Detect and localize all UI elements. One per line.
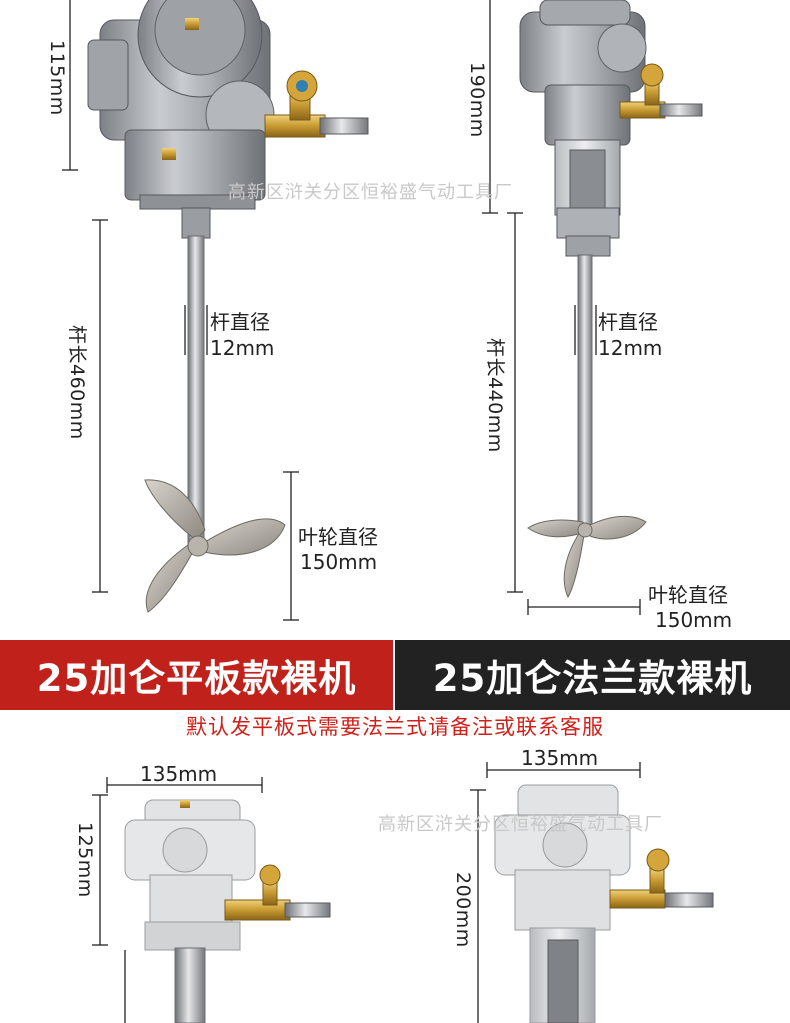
height-label-left-bottom: 125mm <box>74 822 96 898</box>
height-label-right-bottom: 200mm <box>452 872 474 948</box>
rod-diameter-title-left: 杆直径 <box>210 310 270 334</box>
rod-length-label-right: 杆长440mm <box>484 338 506 453</box>
dimension-lines-right-top <box>482 0 641 615</box>
width-label-left-bottom: 135mm <box>140 762 218 786</box>
impeller-value-left: 150mm <box>300 550 378 574</box>
watermark-top: 高新区浒关分区恒裕盛气动工具厂 <box>228 182 513 203</box>
flange-head-image <box>494 784 714 1023</box>
height-label-right-top: 190mm <box>466 62 488 138</box>
dimension-lines-left-top <box>62 0 299 621</box>
impeller-value-right: 150mm <box>655 608 733 632</box>
rod-diameter-title-right: 杆直径 <box>598 310 658 334</box>
flat-plate-mixer-image <box>87 0 369 613</box>
flange-banner: 25加仑法兰款裸机 <box>395 640 790 710</box>
flange-mixer-image <box>519 0 703 599</box>
flat-plate-head-image <box>124 799 331 1023</box>
impeller-title-right: 叶轮直径 <box>648 583 728 607</box>
width-label-right-bottom: 135mm <box>521 746 599 770</box>
rod-diameter-value-left: 12mm <box>210 336 275 360</box>
order-note: 默认发平板式需要法兰式请备注或联系客服 <box>186 715 604 739</box>
dimension-lines-right-bottom <box>470 762 641 1023</box>
rod-diameter-value-right: 12mm <box>598 336 663 360</box>
dimension-lines-left-bottom <box>92 777 263 1023</box>
watermark-bottom: 高新区浒关分区恒裕盛气动工具厂 <box>378 814 663 835</box>
flat-plate-banner: 25加仑平板款裸机 <box>0 640 393 710</box>
rod-length-label-left: 杆长460mm <box>66 325 88 440</box>
impeller-title-left: 叶轮直径 <box>298 525 378 549</box>
height-label-left-top: 115mm <box>46 40 68 116</box>
